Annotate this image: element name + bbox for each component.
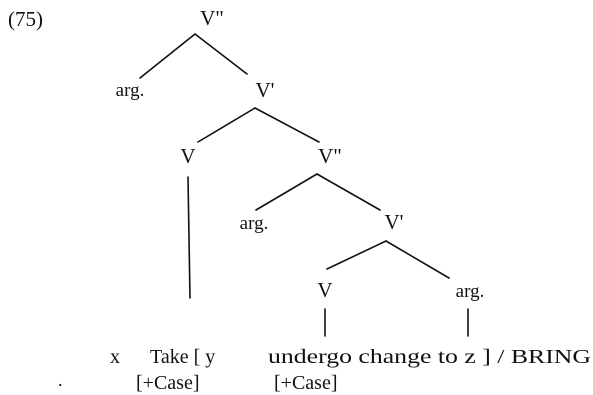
- node-arg-mid: arg.: [240, 213, 269, 234]
- case-label-take: [+Case]: [136, 372, 199, 394]
- branch-vpp-top-to-vp: [194, 33, 248, 75]
- node-arg-z: arg.: [456, 281, 485, 302]
- branch-vp-top-to-v: [197, 107, 256, 143]
- branch-vp-mid-to-arg: [385, 240, 450, 279]
- node-v-bar-top: V': [256, 78, 275, 102]
- node-arg-top: arg.: [116, 80, 145, 101]
- branch-vpp-top-to-arg: [139, 33, 196, 79]
- branch-v-take-stem: [187, 176, 191, 299]
- node-v-double-bar-top: V": [200, 6, 224, 30]
- node-v-take: V: [180, 144, 195, 168]
- branch-vpp-mid-to-vp: [316, 173, 381, 211]
- branch-vp-top-to-vpp-mid: [254, 107, 320, 143]
- terminal-undergo-bring: undergo change to z ] / BRING: [268, 346, 591, 368]
- terminal-x: x: [110, 346, 120, 368]
- stray-mark: .: [58, 370, 63, 390]
- node-v-double-bar-mid: V": [318, 144, 342, 168]
- branch-vp-mid-to-v: [326, 240, 387, 270]
- node-v-undergo: V: [317, 278, 332, 302]
- terminal-take: Take [ y: [150, 346, 215, 368]
- case-label-undergo: [+Case]: [274, 372, 337, 394]
- branch-vpp-mid-to-arg: [255, 173, 318, 211]
- node-v-bar-mid: V': [385, 210, 404, 234]
- example-number: (75): [8, 7, 43, 31]
